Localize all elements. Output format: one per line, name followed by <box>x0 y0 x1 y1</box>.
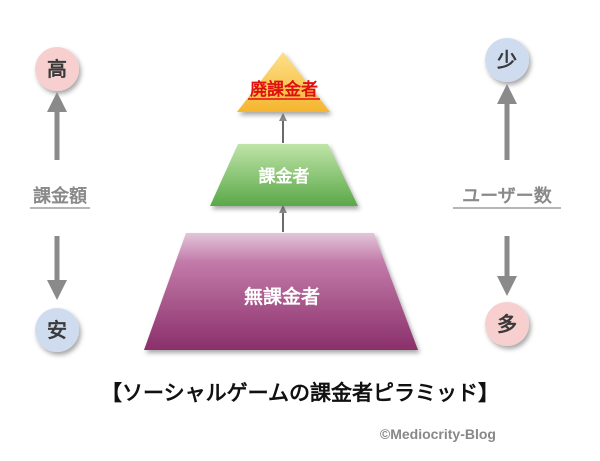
right-axis: 少 ユーザー数 多 <box>453 38 561 346</box>
circle-cheap <box>35 308 79 352</box>
label-cheap: 安 <box>47 318 67 342</box>
label-many: 多 <box>497 312 517 336</box>
tier-bottom <box>144 233 418 350</box>
circle-many <box>485 302 529 346</box>
credit: ©Mediocrity-Blog <box>380 426 496 442</box>
label-charge-amount: 課金額 <box>33 185 87 207</box>
diagram-title: 【ソーシャルゲームの課金者ピラミッド】 <box>101 381 499 405</box>
tier-top-label: 廃課金者 <box>250 79 318 100</box>
label-high: 高 <box>47 57 67 81</box>
pyramid: 無課金者 課金者 廃課金者 <box>144 52 418 350</box>
circle-high <box>35 47 79 91</box>
label-few: 少 <box>496 48 517 72</box>
label-user-count: ユーザー数 <box>462 185 553 207</box>
tier-middle <box>210 144 358 206</box>
circle-few <box>485 38 529 82</box>
tier-middle-label: 課金者 <box>259 166 310 187</box>
left-axis: 高 課金額 安 <box>30 47 90 352</box>
tier-bottom-label: 無課金者 <box>244 285 320 308</box>
tier-top <box>237 52 330 112</box>
